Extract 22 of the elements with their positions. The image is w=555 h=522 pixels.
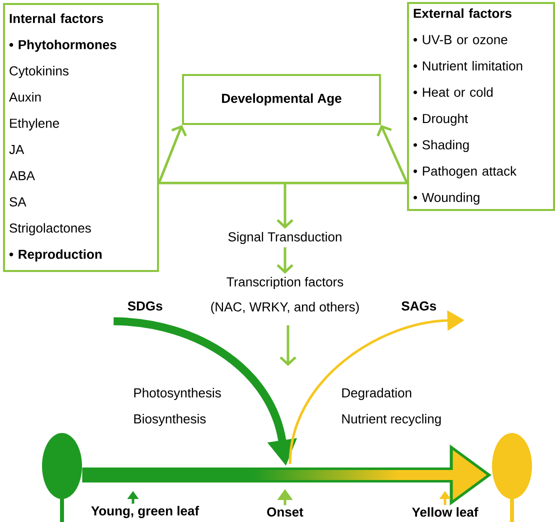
process-box: Developmental Age xyxy=(182,74,381,125)
factor-box: Internal factors • Phytohormones Cytokinins Auxin Ethylene JA ABA SA Strigolactones • Reproduction xyxy=(3,3,159,272)
arrow xyxy=(276,184,294,229)
stage-label: Onset xyxy=(267,507,304,517)
stage-label: Young, green leaf xyxy=(91,506,200,518)
arrow-label: SDGs xyxy=(128,301,162,311)
process-label: Degradation xyxy=(342,388,412,400)
factor-box: External factors • UV-B or ozone • Nutrient limitation • Heat or cold • Drought • Shading • Pathogen attack • Wounding xyxy=(407,2,555,211)
stage-label: Yellow leaf xyxy=(412,507,478,517)
process-label: Photosynthesis xyxy=(134,388,221,400)
leaf-drawing xyxy=(42,433,82,522)
arrow xyxy=(276,247,294,274)
step-text: Transcription factors (NAC, WRKY, and others) xyxy=(211,276,359,314)
arrow xyxy=(280,325,296,366)
process-label: Nutrient recycling xyxy=(342,414,441,426)
arrow xyxy=(376,125,408,184)
arrow-label: SAGs xyxy=(402,301,436,311)
arrow xyxy=(158,125,187,184)
line xyxy=(159,182,407,184)
leaf-drawing xyxy=(492,433,532,522)
step-text: Signal Transduction xyxy=(228,232,342,244)
process-label: Biosynthesis xyxy=(134,414,206,426)
